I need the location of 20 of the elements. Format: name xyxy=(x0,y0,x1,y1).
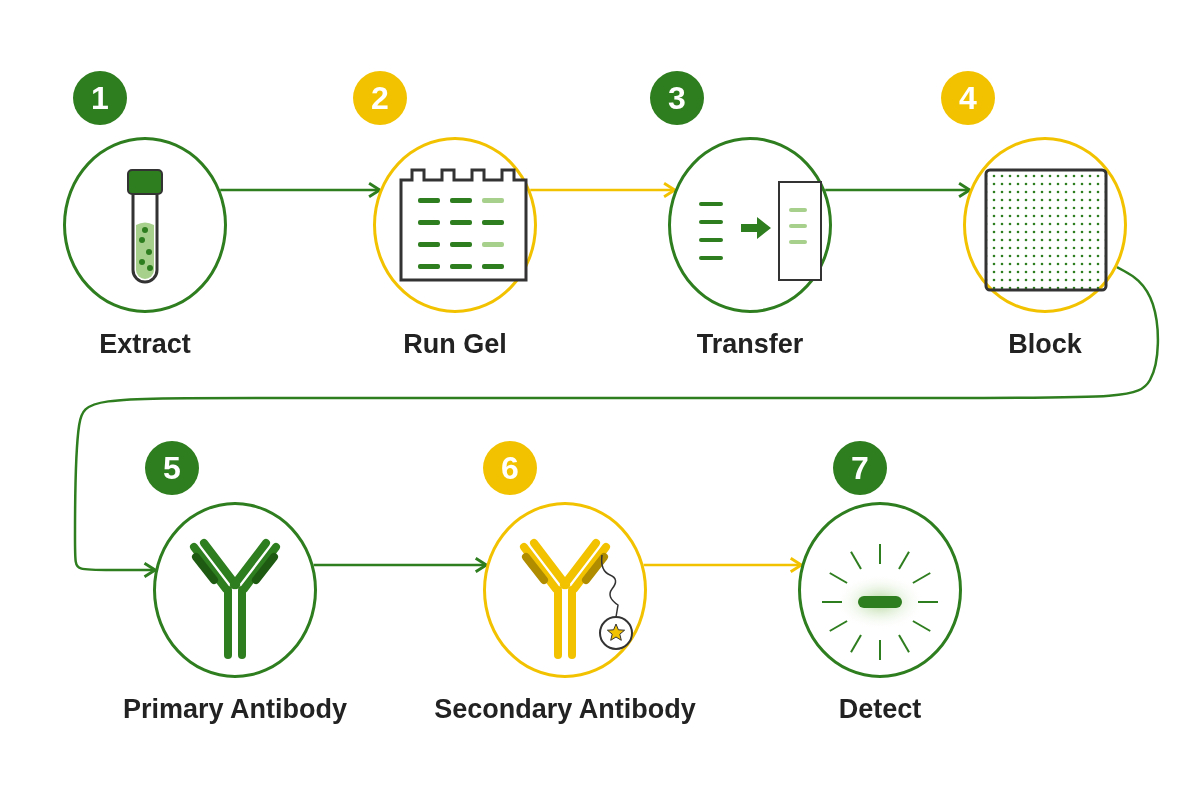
step-label: Extract xyxy=(98,329,192,360)
arrow xyxy=(313,556,488,574)
arrow xyxy=(825,181,972,199)
arrow xyxy=(530,181,677,199)
step-label: Block xyxy=(1007,329,1083,360)
step-number-badge: 1 xyxy=(73,71,127,125)
step-label: Detect xyxy=(837,694,923,725)
step-number-badge: 5 xyxy=(145,441,199,495)
step-number-badge: 3 xyxy=(650,71,704,125)
step-label: Secondary Antibody xyxy=(433,694,697,725)
step-label: Run Gel xyxy=(402,329,508,360)
step-label: Transfer xyxy=(695,329,805,360)
step-number-badge: 7 xyxy=(833,441,887,495)
step-number-badge: 2 xyxy=(353,71,407,125)
step-number-badge: 4 xyxy=(941,71,995,125)
arrow xyxy=(220,181,382,199)
arrow xyxy=(643,556,803,574)
step-label: Primary Antibody xyxy=(121,694,348,725)
step-number-badge: 6 xyxy=(483,441,537,495)
arrow xyxy=(73,266,1160,579)
